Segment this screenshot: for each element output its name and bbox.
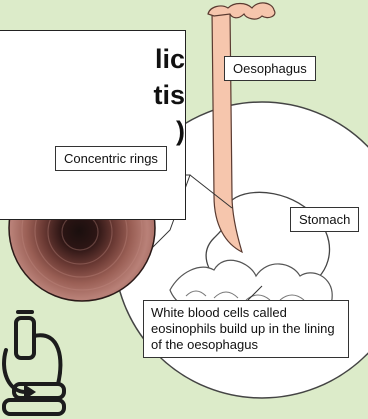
oesophagus-label: Oesophagus [224,56,316,81]
microscope-icon [4,312,64,414]
title-line-3: ) [176,116,185,146]
title-line-2: tis [153,80,185,110]
title-panel: lic tis) [0,30,186,220]
title-line-1: lic [155,44,185,74]
stomach-label: Stomach [290,207,359,232]
concentric-rings-label: Concentric rings [55,146,167,171]
title-fragment: lic tis) [125,41,185,149]
white-blood-cells-label: White blood cells called eosinophils bui… [143,300,349,358]
